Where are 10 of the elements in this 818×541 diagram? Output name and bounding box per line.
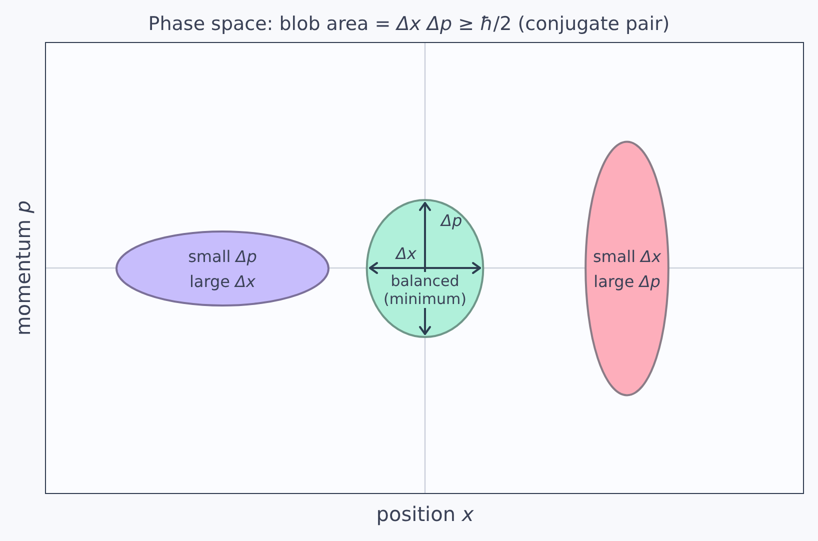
delta-label: Δx	[396, 244, 416, 264]
delta-label: Δp	[441, 211, 462, 231]
ellipse-shape	[115, 231, 330, 306]
axis-label: momentum p	[11, 200, 35, 336]
chart-title: Phase space: blob area = Δx Δp ≥ ħ/2 (conjugate pair)	[148, 12, 670, 36]
ellipse-label: small Δp large Δx	[187, 246, 258, 292]
axis-label: position x	[376, 502, 474, 526]
ellipse-label: small Δx large Δp	[592, 246, 662, 292]
ellipse-shape	[585, 140, 669, 397]
ellipse-shape	[366, 199, 484, 338]
